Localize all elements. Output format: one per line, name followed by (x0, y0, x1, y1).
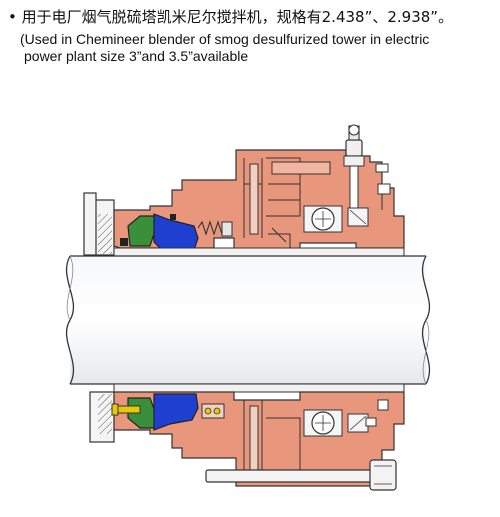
bearing-icon-lower (303, 409, 369, 437)
spring-icon (197, 220, 223, 236)
set-screw-upper (249, 163, 259, 235)
caption: • 用于电厂烟气脱硫塔凯米尼尔搅拌机，规格有2.438”、2.938”。 (Us… (0, 0, 500, 66)
seal-face-assembly-upper (120, 213, 233, 251)
lower-assembly (89, 383, 405, 491)
spring-icon-lower (201, 403, 225, 419)
bullet: • (8, 8, 17, 26)
cap-screw-icon (205, 459, 397, 491)
bearing-icon-upper (303, 205, 369, 233)
seal-face-assembly-lower (111, 393, 225, 431)
grease-nipple-icon (375, 163, 391, 210)
caption-desc-line1: (Used in Chemineer blender of smog desul… (20, 31, 430, 47)
shaft (65, 255, 431, 385)
seal-cross-section-diagram (65, 124, 431, 491)
gland-plate-hatch (98, 214, 112, 254)
stationary-face-blue (153, 213, 199, 251)
upper-assembly (83, 124, 405, 257)
caption-desc-line2: power plant size 3”and 3.5”available (24, 48, 249, 64)
sleeve-lower (113, 383, 405, 393)
caption-title: • 用于电厂烟气脱硫塔凯米尼尔搅拌机，规格有2.438”、2.938”。 (8, 6, 453, 27)
title-cn: 用于电厂烟气脱硫塔凯米尼尔搅拌机，规格有2.438”、2.938”。 (21, 8, 454, 26)
sleeve-upper (113, 247, 405, 257)
drive-pin-icon (111, 403, 141, 416)
